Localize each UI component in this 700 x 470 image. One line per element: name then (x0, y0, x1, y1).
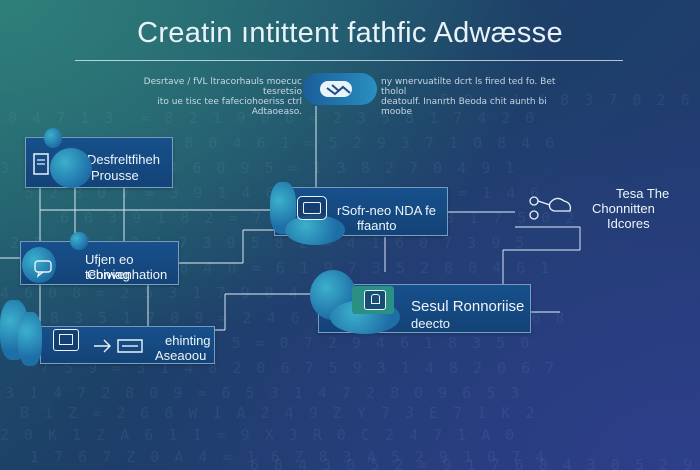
network-icon (529, 196, 572, 220)
subtitle-right-line: ny wnervuatilte dcrt ls fired ted fo. Be… (381, 77, 556, 97)
person-icon (70, 232, 88, 250)
node-response-line2: deecto (411, 316, 451, 331)
channel-line2: Chonnitten (592, 201, 655, 216)
stamp-icon (364, 290, 386, 310)
person-icon (285, 215, 345, 245)
channel-line3: Idcores (607, 216, 650, 231)
document-icon (33, 153, 49, 175)
chat-bubble-icon (34, 260, 52, 278)
node-conversation-line2: Convenhation (87, 267, 168, 282)
channel-label: Tesa The Chonnitten Idcores (583, 186, 693, 231)
node-nda-line2: ffaanto (357, 218, 397, 233)
connection-arrows-icon (94, 339, 143, 353)
node-conversation-line1: Ufjen eo tehiviag (85, 252, 134, 282)
monitor-icon (53, 329, 79, 351)
node-association-line1: ehinting (165, 333, 211, 348)
top-central-icon (303, 73, 379, 107)
node-response-line1: Sesul Ronnoriise (411, 298, 525, 315)
laptop-icon (297, 196, 327, 220)
subtitle-left-line: ito ue tisc tee fafeciohoeriss ctrl Adta… (157, 97, 302, 117)
subtitle-left: Desrtave / fVL ltracorhauls moecuc tesre… (107, 77, 302, 117)
node-nda-line1: rSofr-neo NDA fe (337, 203, 436, 218)
subtitle-left-line: Desrtave / fVL ltracorhauls moecuc tesre… (143, 77, 302, 97)
person-icon (44, 128, 62, 148)
person-icon (18, 312, 42, 366)
subtitle-right-line: deatoulf. Inanrth Beoda chit aunth bi mo… (381, 97, 547, 117)
node-describe-line2: Prousse (91, 168, 139, 183)
person-icon (50, 148, 92, 188)
page-title: Creatin ıntittent fathfic Adwæsse (137, 17, 563, 49)
node-association-line2: Aseaoou (155, 348, 207, 363)
channel-line1: Tesa The (616, 186, 670, 201)
handshake-icon (326, 84, 351, 96)
node-describe-line1: Desfreltfiheh (87, 152, 160, 167)
subtitle-right: ny wnervuatilte dcrt ls fired ted fo. Be… (381, 77, 571, 117)
title-divider (75, 60, 623, 61)
